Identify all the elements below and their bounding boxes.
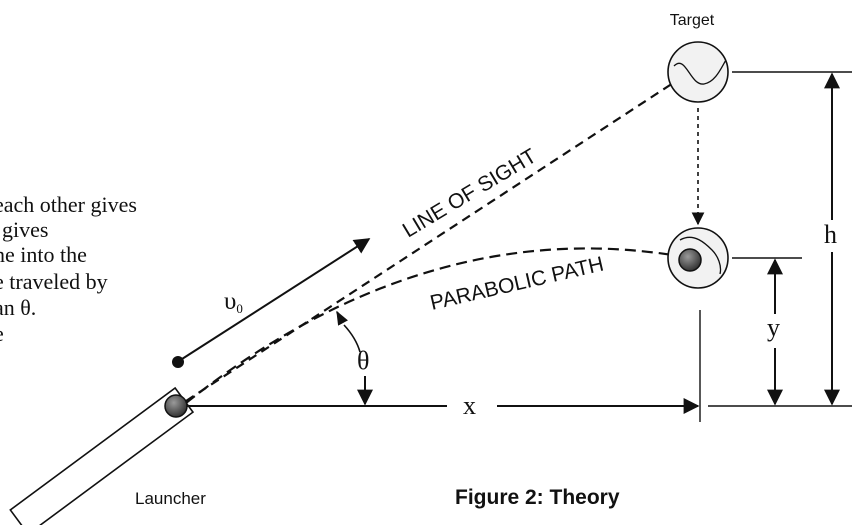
target-seam-initial [673, 59, 727, 85]
target-seam-final [679, 236, 722, 275]
launcher-ball [164, 394, 188, 418]
projectile-ball-at-target [678, 248, 702, 272]
clipped-text-line-1: each other gives [0, 192, 137, 217]
theta-label: θ [357, 346, 369, 375]
clipped-text-line-2: gives [2, 217, 48, 242]
parabolic-path-label: PARABOLIC PATH [428, 253, 606, 315]
velocity-origin-dot [172, 356, 184, 368]
clipped-text-line-6: e [0, 321, 4, 346]
clipped-background-text: each other gives gives ne into the e tra… [0, 192, 137, 346]
velocity-subscript: 0 [236, 301, 243, 316]
theta-arc-upper-arrow [336, 310, 348, 326]
theta-arc [343, 324, 361, 353]
velocity-label: υ0 [224, 288, 243, 316]
line-of-sight [185, 71, 691, 402]
clipped-text-line-5: an θ. [0, 295, 36, 320]
velocity-symbol: υ [224, 288, 236, 315]
x-label: x [463, 391, 476, 420]
target-label: Target [670, 12, 715, 29]
target-final [667, 227, 729, 289]
clipped-text-line-4: e traveled by [0, 269, 108, 294]
launcher [9, 386, 195, 525]
target-ball-initial [667, 41, 729, 103]
launcher-label: Launcher [135, 489, 206, 508]
clipped-text-line-3: ne into the [0, 242, 87, 267]
figure-caption: Figure 2: Theory [455, 486, 620, 509]
target-initial [667, 41, 729, 103]
line-of-sight-label: LINE OF SIGHT [399, 144, 541, 242]
parabolic-path [185, 247, 691, 404]
velocity-vector-arrow [181, 238, 371, 360]
h-label: h [824, 220, 837, 249]
y-label: y [767, 313, 780, 342]
